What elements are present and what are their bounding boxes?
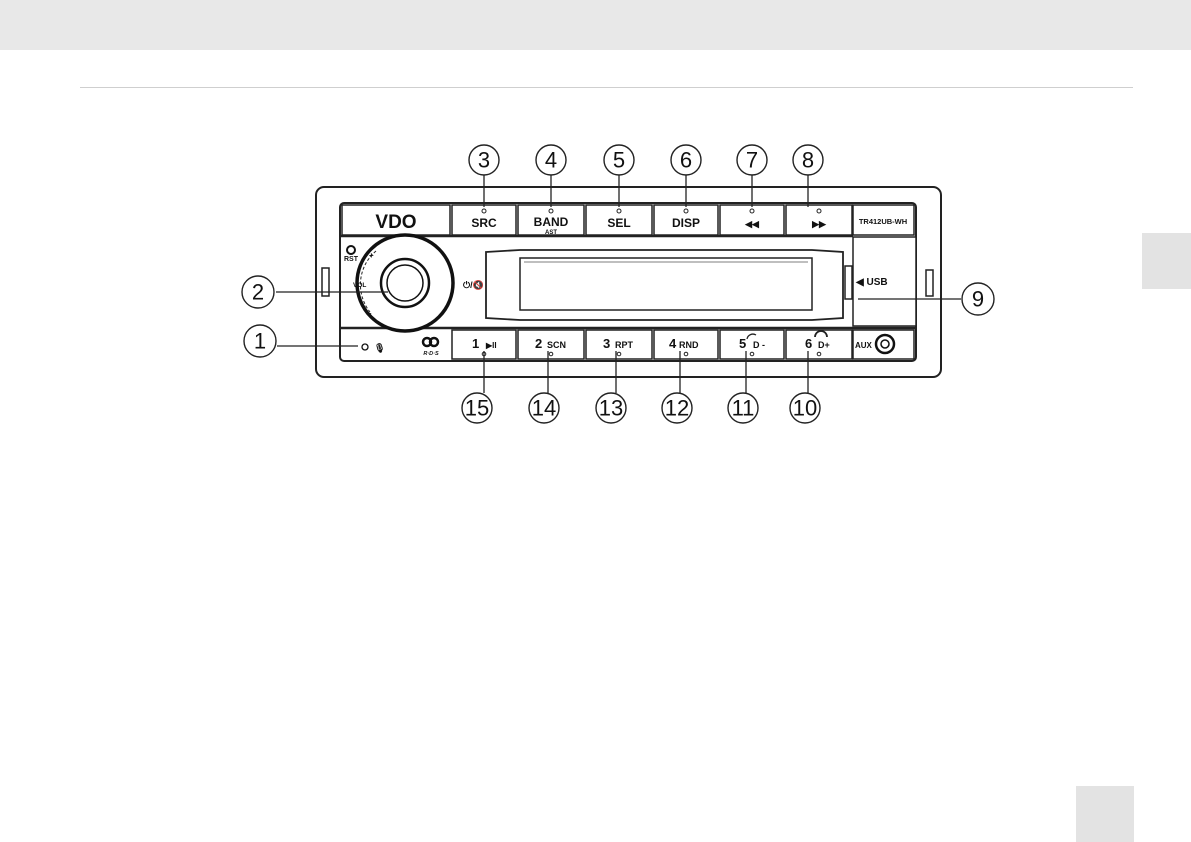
- callout-10: 10: [790, 393, 820, 423]
- vol-label: VOL: [353, 282, 366, 289]
- preset-2-number: 2: [535, 336, 542, 351]
- svg-text:10: 10: [793, 396, 817, 421]
- top-button-sel[interactable]: SEL: [586, 205, 652, 235]
- svg-text:5: 5: [613, 148, 625, 173]
- right-slot: [926, 270, 933, 296]
- svg-text:12: 12: [665, 396, 689, 421]
- svg-text:11: 11: [732, 396, 755, 421]
- callout-4: 4: [536, 145, 566, 175]
- svg-text:6: 6: [680, 148, 692, 173]
- svg-text:13: 13: [599, 396, 623, 421]
- svg-text:15: 15: [465, 396, 489, 421]
- brand-logo: VDO: [375, 212, 416, 233]
- callout-1: 1: [244, 325, 276, 357]
- aux-label: AUX: [855, 341, 873, 350]
- forward-icon: ▶▶: [811, 219, 827, 229]
- usb-label: ◀ USB: [855, 277, 888, 288]
- rewind-icon: ◀◀: [744, 219, 760, 229]
- svg-text:7: 7: [746, 148, 758, 173]
- preset-4-number: 4: [669, 336, 677, 351]
- svg-text:3: 3: [478, 148, 490, 173]
- display-screen: [520, 258, 812, 310]
- preset-button-3[interactable]: 3 RPT: [586, 330, 652, 359]
- model-label: TR412UB-WH: [859, 217, 907, 226]
- callout-6: 6: [671, 145, 701, 175]
- callout-13: 13: [596, 393, 626, 423]
- preset-3-number: 3: [603, 336, 610, 351]
- callout-15: 15: [462, 393, 492, 423]
- sel-label: SEL: [607, 216, 630, 230]
- callout-9: 9: [962, 283, 994, 315]
- svg-text:1: 1: [254, 329, 266, 354]
- rpt-label: RPT: [615, 340, 634, 350]
- rnd-label: RND: [679, 340, 699, 350]
- callout-8: 8: [793, 145, 823, 175]
- ast-label: AST: [545, 230, 557, 236]
- preset-button-5[interactable]: 5 D -: [720, 330, 784, 359]
- preset-button-6[interactable]: 6 D+: [786, 330, 852, 359]
- scn-label: SCN: [547, 340, 566, 350]
- vol-minus-label: –: [367, 309, 372, 318]
- disp-label: DISP: [672, 216, 700, 230]
- callout-12: 12: [662, 393, 692, 423]
- microphone-icon: 🎙: [374, 343, 385, 353]
- preset-6-number: 6: [805, 336, 812, 351]
- src-label: SRC: [471, 216, 497, 230]
- power-mute-icon: ⏻/🔇: [463, 279, 484, 290]
- dir-minus-label: D -: [753, 340, 765, 350]
- top-button-rewind[interactable]: ◀◀: [720, 205, 784, 235]
- callout-11: 11: [728, 393, 758, 423]
- preset-button-4[interactable]: 4 RND: [654, 330, 718, 359]
- svg-text:2: 2: [252, 280, 264, 305]
- top-button-band[interactable]: BAND AST: [518, 205, 584, 236]
- top-button-disp[interactable]: DISP: [654, 205, 718, 235]
- callout-3: 3: [469, 145, 499, 175]
- svg-text:4: 4: [545, 148, 557, 173]
- rds-label: R·D·S: [423, 351, 439, 357]
- svg-text:14: 14: [532, 396, 556, 421]
- callout-2: 2: [242, 276, 274, 308]
- preset-1-number: 1: [472, 336, 479, 351]
- preset-button-2[interactable]: 2 SCN: [518, 330, 584, 359]
- callout-5: 5: [604, 145, 634, 175]
- svg-text:9: 9: [972, 287, 984, 312]
- svg-text:8: 8: [802, 148, 814, 173]
- aux-jack[interactable]: [876, 335, 894, 353]
- play-pause-icon: ▶II: [485, 341, 497, 350]
- rst-label: RST: [344, 256, 359, 263]
- band-label: BAND: [534, 215, 569, 229]
- callout-7: 7: [737, 145, 767, 175]
- dir-plus-label: D+: [818, 340, 830, 350]
- usb-port[interactable]: [845, 266, 852, 299]
- top-button-forward[interactable]: ▶▶: [786, 205, 852, 235]
- top-button-src[interactable]: SRC: [452, 205, 516, 235]
- vol-plus-label: +: [369, 251, 374, 260]
- preset-5-number: 5: [739, 336, 746, 351]
- callout-14: 14: [529, 393, 559, 423]
